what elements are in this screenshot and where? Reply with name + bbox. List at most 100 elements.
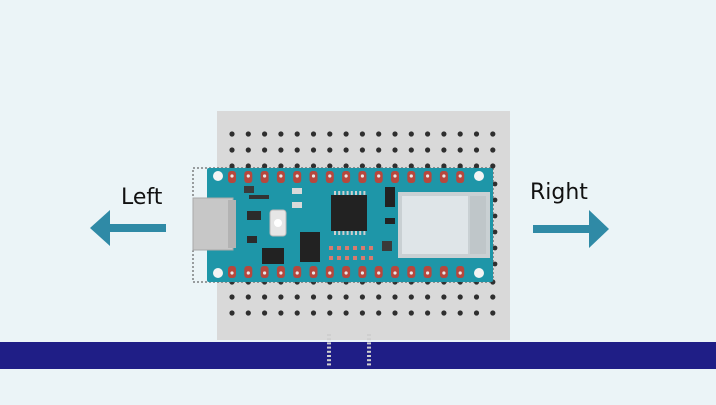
breadboard-hole (278, 131, 284, 137)
chip-pin (327, 359, 331, 362)
header-pad-hole (426, 271, 430, 275)
breadboard-hole (392, 147, 398, 153)
header-pad-hole (360, 174, 364, 178)
smd-resistor (337, 246, 341, 250)
header-pad-hole (311, 271, 316, 275)
header-pad-hole (360, 271, 364, 275)
microcontroller-chip (326, 190, 372, 366)
chip-pin (342, 191, 345, 195)
breadboard-hole (359, 147, 365, 153)
smd-component (247, 236, 257, 243)
breadboard-hole (425, 294, 431, 300)
smd-resistor (361, 246, 365, 250)
breadboard-hole (229, 131, 235, 137)
breadboard-hole (229, 294, 235, 300)
header-pad-hole (295, 271, 299, 275)
breadboard-hole (229, 163, 235, 169)
usb-connector-lip (228, 200, 236, 248)
chip-pin (367, 355, 371, 357)
chip-pin (338, 231, 341, 235)
breadboard-hole (327, 147, 333, 153)
mounting-hole (213, 268, 223, 278)
chip-pin (334, 191, 336, 195)
chip-pin (327, 346, 331, 349)
header-pad-hole (279, 271, 283, 275)
breadboard-hole (425, 147, 431, 153)
breadboard-hole (294, 147, 300, 153)
chip-pin (346, 231, 349, 235)
breadboard-hole (392, 163, 398, 169)
header-pad-hole (458, 271, 462, 275)
chip-pin (363, 231, 366, 235)
smd-component (292, 202, 302, 208)
breadboard-hole (408, 147, 414, 153)
header-pad-hole (246, 271, 250, 275)
smd-resistor (337, 256, 341, 260)
breadboard-hole (441, 294, 447, 300)
breadboard-hole (392, 294, 398, 300)
breadboard-hole (245, 310, 251, 316)
header-pad-hole (263, 271, 267, 275)
smd-component (385, 218, 395, 224)
breadboard-hole (294, 310, 300, 316)
breadboard-hole (327, 310, 333, 316)
breadboard-hole (376, 294, 382, 300)
breadboard-hole (262, 294, 268, 300)
breadboard-hole (441, 147, 447, 153)
left-label: Left (121, 185, 163, 210)
smd-resistor (329, 246, 333, 250)
breadboard-hole (441, 163, 447, 169)
breadboard-hole (294, 131, 300, 137)
chip-pin (334, 231, 336, 235)
chip-pin (359, 231, 362, 235)
smd-resistor (345, 256, 349, 260)
secondary-chip (300, 232, 320, 262)
header-pad-hole (377, 174, 381, 178)
breadboard-hole (408, 131, 414, 137)
chip-pin (367, 342, 371, 345)
header-pad-hole (442, 271, 446, 275)
breadboard-hole (343, 163, 349, 169)
smd-resistor (345, 246, 349, 250)
breadboard-hole (457, 294, 463, 300)
breadboard-hole (492, 229, 498, 235)
breadboard-hole (343, 310, 349, 316)
breadboard-hole (457, 163, 463, 169)
chip-pin (342, 231, 345, 235)
chip-pin (350, 231, 353, 235)
breadboard-hole (229, 310, 235, 316)
breadboard-hole (441, 131, 447, 137)
header-pad-hole (442, 174, 446, 178)
arduino-nano-board (192, 168, 493, 366)
breadboard-hole (359, 310, 365, 316)
smd-resistor (361, 256, 365, 260)
breadboard-hole (310, 163, 317, 169)
chip-pin (367, 338, 371, 341)
smd-resistor (369, 256, 373, 260)
breadboard-hole (492, 197, 498, 203)
breadboard-hole (245, 147, 251, 153)
floor-bar (0, 342, 716, 369)
regulator-chip (262, 248, 284, 264)
breadboard-hole (262, 131, 268, 137)
chip-pin (355, 231, 357, 235)
chip-pin (327, 363, 331, 366)
mounting-hole (213, 171, 223, 181)
chip-pin (367, 346, 371, 349)
breadboard-hole (262, 310, 268, 316)
breadboard-hole (490, 310, 496, 316)
breadboard-hole (492, 181, 498, 187)
breadboard-hole (343, 147, 349, 153)
breadboard-hole (245, 294, 251, 300)
breadboard-hole (229, 147, 235, 153)
usb-connector (192, 197, 234, 251)
chip-pin (346, 191, 349, 195)
header-pad-hole (295, 174, 299, 178)
chip-pin (338, 191, 341, 195)
smd-component (249, 195, 269, 199)
chip-pin (367, 363, 371, 366)
breadboard-hole (408, 163, 414, 169)
breadboard-hole (457, 131, 463, 137)
header-pads (228, 171, 465, 278)
breadboard-hole (473, 310, 480, 316)
